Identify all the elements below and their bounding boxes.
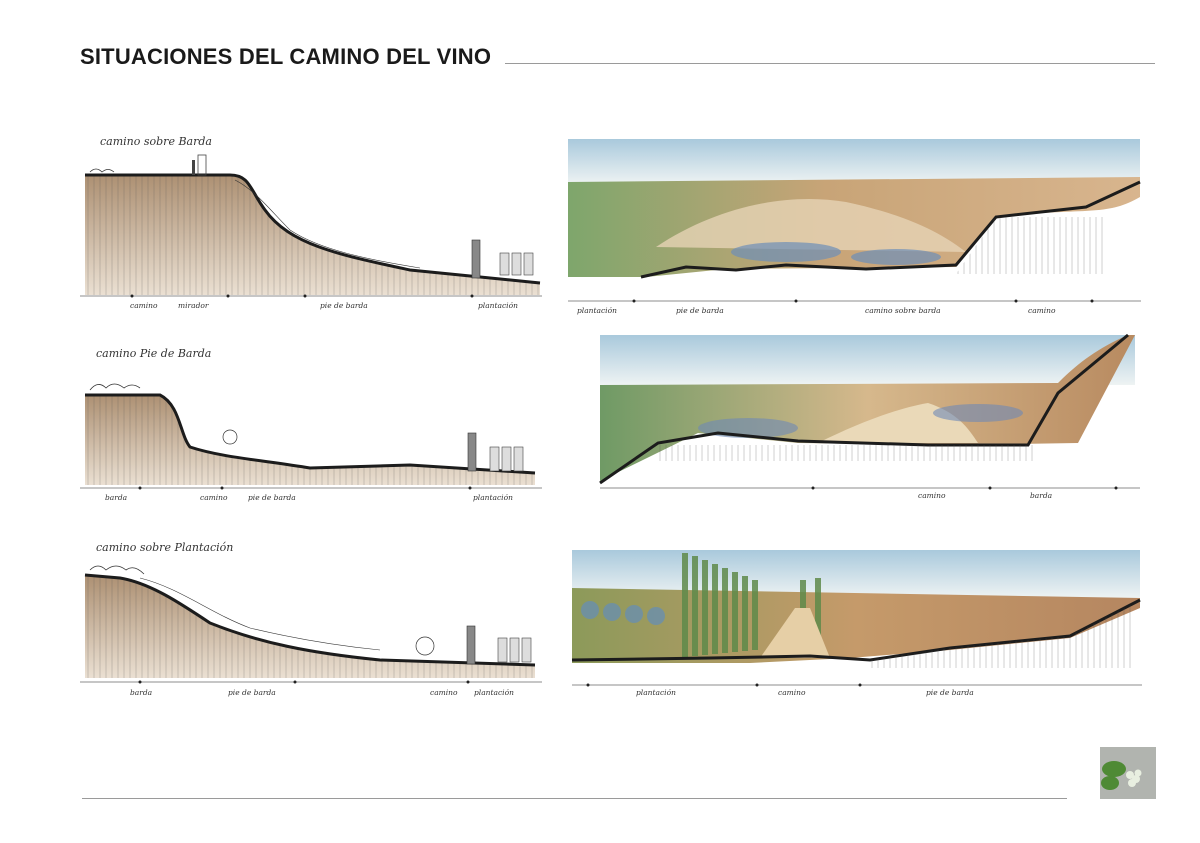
bottom-divider <box>82 798 1067 799</box>
section-2-label-pie-de-barda: pie de barda <box>248 493 296 502</box>
sketch-2-label-camino: camino <box>918 491 946 500</box>
section-3-label-camino: camino <box>430 688 458 697</box>
section-1-label-mirador: mirador <box>178 301 209 310</box>
sketch-3-label-camino: camino <box>778 688 806 697</box>
sketch-1-label-pie-de-barda: pie de barda <box>676 306 724 315</box>
section-2-landscape-sketch <box>599 333 1140 490</box>
section-1-title: camino sobre Barda <box>100 135 212 148</box>
sketch-1-label-camino: camino <box>1028 306 1056 315</box>
section-2-label-plantacion: plantación <box>473 493 513 502</box>
section-3-landscape-sketch <box>571 550 1142 687</box>
section-3-title: camino sobre Plantación <box>96 541 234 554</box>
sketch-3-label-plantacion: plantación <box>636 688 676 697</box>
section-2-label-barda: barda <box>105 493 128 502</box>
sketch-1-label-camino-sobre-barda: camino sobre barda <box>865 306 941 315</box>
section-1-label-plantacion: plantación <box>478 301 518 310</box>
section-1-profile-drawing <box>80 154 542 298</box>
sketch-1-label-plantacion: plantación <box>577 306 617 315</box>
section-3-label-barda: barda <box>130 688 153 697</box>
page-title: SITUACIONES DEL CAMINO DEL VINO <box>80 44 492 69</box>
sketch-2-label-barda: barda <box>1030 491 1053 500</box>
section-2-profile-drawing <box>80 383 542 490</box>
section-1-landscape-sketch <box>568 139 1141 303</box>
section-3-label-pie-de-barda: pie de barda <box>228 688 276 697</box>
section-2-title: camino Pie de Barda <box>96 347 212 360</box>
section-2-label-camino: camino <box>200 493 228 502</box>
grape-vine-thumbnail <box>1100 747 1156 799</box>
title-divider <box>505 63 1155 64</box>
sketch-3-label-pie-de-barda: pie de barda <box>926 688 974 697</box>
section-3-profile-drawing <box>80 565 542 684</box>
section-1-label-pie-de-barda: pie de barda <box>320 301 368 310</box>
section-1-label-camino: camino <box>130 301 158 310</box>
section-3-label-plantacion: plantación <box>474 688 514 697</box>
